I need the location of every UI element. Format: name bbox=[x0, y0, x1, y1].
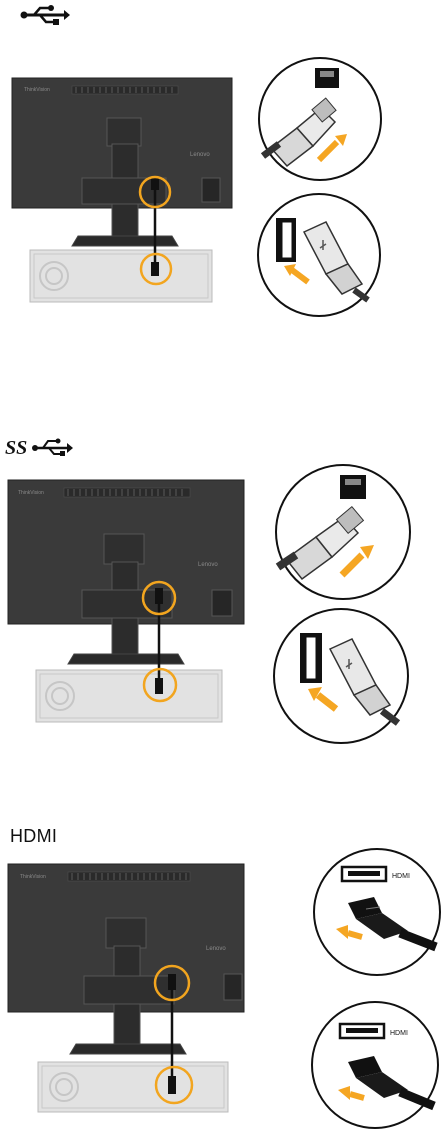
monitor-rear-illustration: ThinkVision Lenovo bbox=[11, 77, 233, 303]
usb-b-connector-detail bbox=[258, 57, 382, 181]
usb-superspeed-icon: SS bbox=[5, 437, 73, 459]
port-highlight-top bbox=[153, 964, 191, 1002]
monitor-brand-label: ThinkVision bbox=[24, 87, 50, 93]
monitor-rear-illustration: ThinkVision Lenovo bbox=[7, 479, 245, 723]
monitor-brand-label: ThinkVision bbox=[18, 490, 44, 496]
usb3-b-connector-detail bbox=[275, 464, 411, 600]
hdmi-port-label: HDMI bbox=[390, 1030, 408, 1037]
hdmi-connector-detail-bottom: HDMI bbox=[311, 1001, 439, 1129]
port-highlight-bottom bbox=[142, 667, 178, 703]
port-highlight-top bbox=[141, 580, 177, 616]
port-highlight-bottom bbox=[139, 252, 173, 286]
svg-text:SS: SS bbox=[5, 437, 27, 459]
monitor-brand-label: ThinkVision bbox=[20, 874, 46, 880]
monitor-logo-label: Lenovo bbox=[190, 152, 210, 158]
monitor-logo-label: Lenovo bbox=[198, 562, 218, 568]
usb3-a-connector-detail bbox=[273, 608, 409, 744]
usb-icon bbox=[20, 5, 70, 25]
hdmi-port-label: HDMI bbox=[392, 873, 410, 880]
hdmi-heading: HDMI bbox=[10, 826, 58, 846]
monitor-rear-illustration: ThinkVision Lenovo bbox=[7, 863, 245, 1113]
port-highlight-bottom bbox=[154, 1065, 194, 1105]
hdmi-connector-detail-top: HDMI bbox=[313, 848, 441, 976]
usb-a-connector-detail bbox=[257, 193, 381, 317]
monitor-logo-label: Lenovo bbox=[206, 946, 226, 952]
usb-section: ThinkVision Lenovo bbox=[0, 0, 445, 320]
port-highlight-top bbox=[138, 175, 172, 209]
